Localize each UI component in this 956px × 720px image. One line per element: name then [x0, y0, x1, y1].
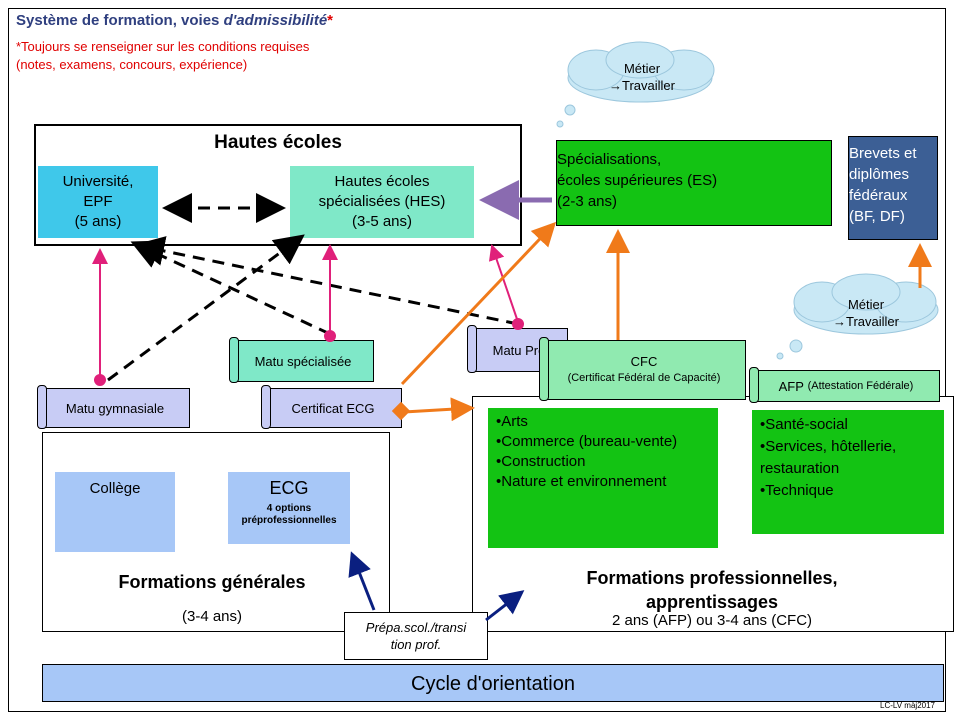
- scroll-matu-specialisee: Matu spécialisée: [229, 337, 374, 383]
- cloud-top-label: Métier→Travailler: [609, 61, 675, 93]
- page-title: Système de formation, voies d'admissibil…: [16, 12, 334, 29]
- specialisations-box: Spécialisations,écoles supérieures (ES)(…: [556, 140, 832, 226]
- formations-pro-title: Formations professionnelles,apprentissag…: [586, 568, 838, 612]
- cycle-orientation-bar: Cycle d'orientation: [42, 664, 944, 702]
- list-item: •Commerce (bureau-vente): [496, 433, 678, 450]
- formations-generales-title: Formations générales: [118, 572, 306, 592]
- universite-box: Université,EPF(5 ans): [38, 166, 158, 238]
- scroll-cfc: CFC(Certificat Fédéral de Capacité): [539, 337, 746, 401]
- scroll-matu-gymnasiale: Matu gymnasiale: [37, 385, 190, 429]
- hautes-ecoles-title: Hautes écoles: [214, 132, 342, 153]
- cloud-right-label: Métier→Travailler: [833, 297, 899, 329]
- list-item: •Santé-social: [760, 416, 848, 433]
- college-box: Collège: [55, 472, 175, 552]
- list-item: •Services, hôtellerie, restauration: [760, 438, 897, 477]
- formations-generales-duration: (3-4 ans): [181, 608, 243, 625]
- scroll-afp: AFP (Attestation Fédérale): [749, 367, 940, 403]
- requirements-note: *Toujours se renseigner sur les conditio…: [16, 39, 310, 72]
- list-item: •Nature et environnement: [496, 473, 667, 490]
- pro-list-cfc: •Arts •Commerce (bureau-vente) •Construc…: [488, 408, 718, 548]
- list-item: •Arts: [496, 413, 528, 430]
- page-frame: [8, 8, 946, 712]
- formations-pro-duration: 2 ans (AFP) ou 3-4 ans (CFC): [611, 612, 813, 629]
- list-item: •Technique: [760, 482, 834, 499]
- footer-note: LC-LV màj2017: [880, 701, 935, 710]
- scroll-certificat-ecg: Certificat ECG: [261, 385, 402, 429]
- list-item: •Construction: [496, 453, 586, 470]
- pro-list-afp: •Santé-social •Services, hôtellerie, res…: [752, 410, 944, 534]
- ecg-box: ECG 4 options préprofessionnelles: [228, 472, 350, 544]
